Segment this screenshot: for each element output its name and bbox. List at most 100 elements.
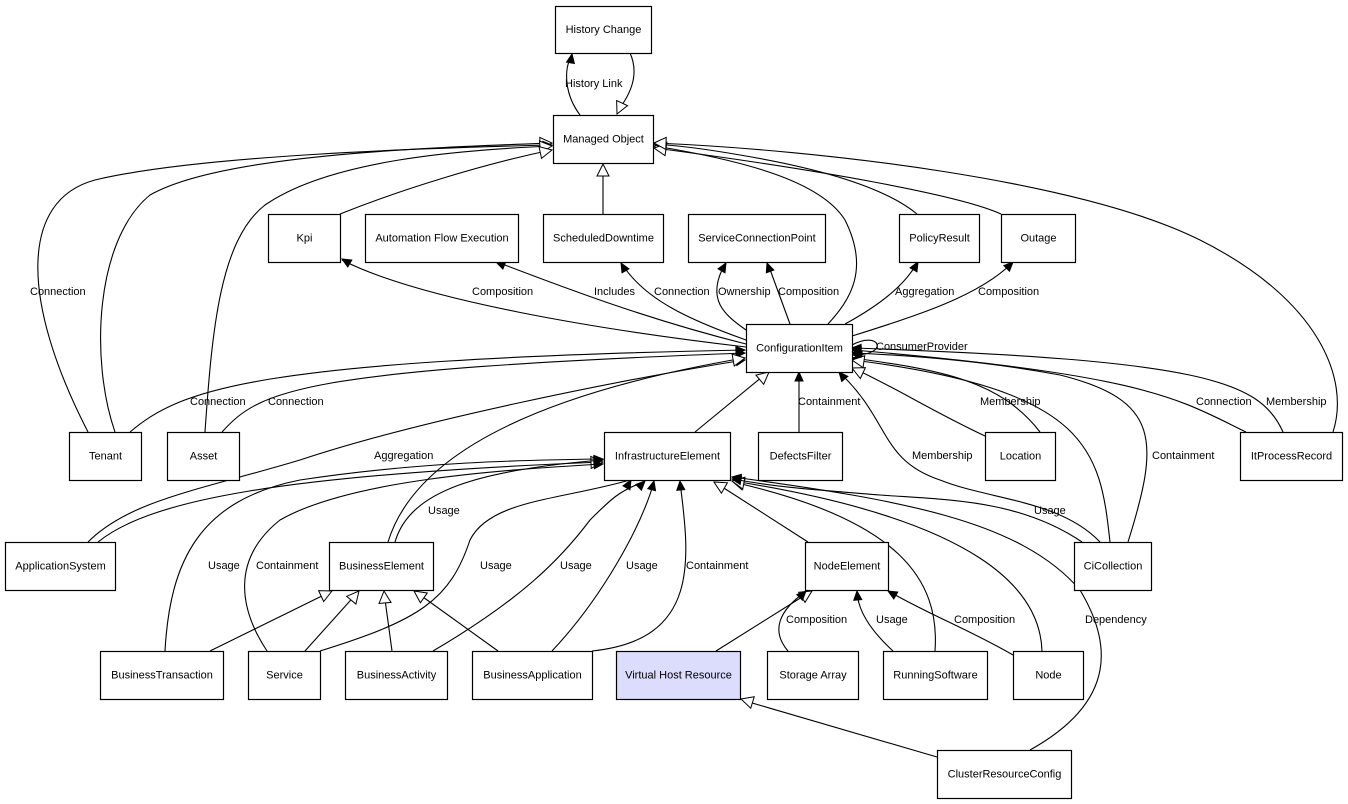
node-kpi[interactable]: Kpi <box>267 213 342 264</box>
node-storage-array[interactable]: Storage Array <box>766 650 860 701</box>
edge-path <box>204 145 552 433</box>
edge-path <box>304 591 359 652</box>
node-box <box>936 749 1073 800</box>
node-cluster-resource-config[interactable]: ClusterResourceConfig <box>936 749 1073 800</box>
node-box <box>68 431 143 482</box>
node-it-process-record[interactable]: ItProcessRecord <box>1239 431 1344 482</box>
node-label: PolicyResult <box>909 233 970 245</box>
node-label: Service <box>266 670 303 682</box>
edge-label: ConsumerProvider <box>876 341 968 353</box>
edge-business_transaction-to-business_element <box>209 590 334 652</box>
edge-path <box>715 591 811 652</box>
association-arrowhead <box>717 261 727 274</box>
association-arrowhead <box>620 261 630 274</box>
node-business-transaction[interactable]: BusinessTransaction <box>99 650 225 701</box>
edge-outage-to-managed_object <box>652 142 1002 215</box>
edge-label: Usage <box>1034 505 1066 517</box>
node-application-system[interactable]: ApplicationSystem <box>4 541 117 592</box>
node-box <box>603 431 732 482</box>
node-ci-collection[interactable]: CiCollection <box>1073 541 1153 592</box>
edge-history_change-to-managed_object <box>616 52 635 116</box>
node-box <box>984 431 1057 482</box>
edge-cluster_resource_config-to-infrastructure_element <box>730 473 1102 751</box>
association-arrowhead <box>886 590 899 600</box>
edge-business_activity-to-infrastructure_element <box>432 480 646 652</box>
edge-path <box>209 591 331 652</box>
edge-service-to-infrastructure_element <box>319 478 632 652</box>
association-arrowhead <box>909 260 919 273</box>
edge-label: Ownership <box>718 286 771 298</box>
inheritance-arrowhead <box>345 590 360 605</box>
edge-business_application-to-business_element <box>413 590 499 652</box>
node-box <box>328 541 435 592</box>
edge-business_application-to-infrastructure_element <box>551 479 657 652</box>
association-arrowhead <box>765 261 775 274</box>
edge-label: Containment <box>256 560 318 572</box>
node-location[interactable]: Location <box>984 431 1057 482</box>
edge-label: Membership <box>1266 396 1327 408</box>
node-policy-result[interactable]: PolicyResult <box>898 213 981 264</box>
node-label: ClusterResourceConfig <box>948 769 1062 781</box>
edge-tenant-to-configuration_item <box>129 345 747 433</box>
node-managed-object[interactable]: Managed Object <box>552 114 655 165</box>
node-label: ScheduledDowntime <box>553 233 654 245</box>
edge-path <box>496 261 747 345</box>
node-business-element[interactable]: BusinessElement <box>328 541 435 592</box>
node-defects-filter[interactable]: DefectsFilter <box>757 431 844 482</box>
edge-path <box>654 145 858 325</box>
node-label: BusinessElement <box>339 561 424 573</box>
edge-service-to-infrastructure_element <box>244 460 605 652</box>
node-box <box>554 5 653 55</box>
edge-path <box>889 591 1014 656</box>
node-virtual-host-resource[interactable]: Virtual Host Resource <box>615 650 742 701</box>
edge-configuration_item-to-outage <box>851 261 1014 337</box>
edge-path <box>732 481 936 652</box>
node-infrastructure-element[interactable]: InfrastructureElement <box>603 431 732 482</box>
edge-label: Aggregation <box>374 450 433 462</box>
edge-path <box>741 699 938 758</box>
edge-path <box>551 481 655 652</box>
edge-label: Dependency <box>1085 614 1147 626</box>
node-box <box>267 213 342 264</box>
edge-infrastructure_element-to-configuration_item <box>694 371 770 433</box>
node-running-software[interactable]: RunningSoftware <box>882 650 989 701</box>
node-box <box>364 213 520 264</box>
node-label: BusinessTransaction <box>111 670 213 682</box>
edge-running_software-to-node_element <box>853 589 894 652</box>
node-configuration-item[interactable]: ConfigurationItem <box>745 323 854 374</box>
node-label: ConfigurationItem <box>756 343 843 355</box>
node-scheduled-downtime[interactable]: ScheduledDowntime <box>542 213 665 264</box>
edge-path <box>767 263 791 325</box>
edge-path <box>778 591 806 652</box>
edge-path <box>97 461 603 543</box>
node-automation-flow-execution[interactable]: Automation Flow Execution <box>364 213 520 264</box>
node-business-application[interactable]: BusinessApplication <box>471 650 594 701</box>
node-service-connection-point[interactable]: ServiceConnectionPoint <box>687 213 827 264</box>
node-business-activity[interactable]: BusinessActivity <box>344 650 449 701</box>
node-label: RunningSoftware <box>893 670 977 682</box>
node-history-change[interactable]: History Change <box>554 5 653 55</box>
node-asset[interactable]: Asset <box>166 431 241 482</box>
edge-path <box>852 349 1247 433</box>
node-label: CiCollection <box>1084 561 1143 573</box>
node-service[interactable]: Service <box>247 650 322 701</box>
edge-label: Usage <box>560 560 592 572</box>
edge-path <box>851 339 878 356</box>
association-arrowhead <box>634 480 646 492</box>
inheritance-arrowhead <box>413 590 429 604</box>
edge-label: Composition <box>978 286 1039 298</box>
node-box <box>1073 541 1153 592</box>
association-arrowhead <box>853 589 863 601</box>
edge-it_process_record-to-managed_object <box>652 136 1338 433</box>
edge-path <box>432 481 645 652</box>
node-outage[interactable]: Outage <box>1000 213 1077 264</box>
node-box <box>898 213 981 264</box>
node-node-element[interactable]: NodeElement <box>804 541 890 592</box>
node-box <box>166 431 241 482</box>
node-node[interactable]: Node <box>1012 650 1085 701</box>
node-box <box>882 650 989 701</box>
node-tenant[interactable]: Tenant <box>68 431 143 482</box>
edge-path <box>716 263 747 331</box>
node-box <box>247 650 322 701</box>
